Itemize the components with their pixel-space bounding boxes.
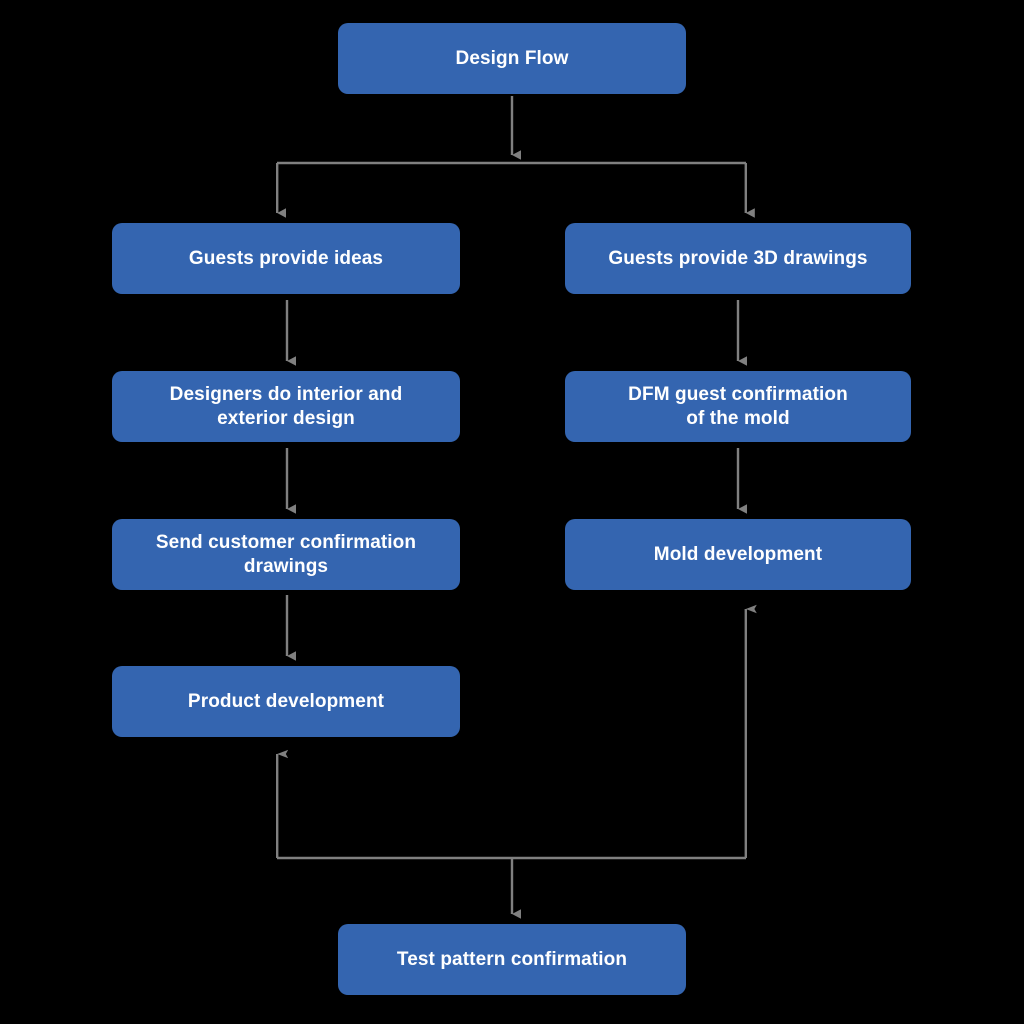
node-label: Send customer confirmation drawings [155, 531, 417, 577]
node-label: Guests provide ideas [188, 247, 384, 269]
node-product-development[interactable]: Product development [112, 666, 460, 737]
node-label: Designers do interior and exterior desig… [169, 383, 403, 429]
node-guests-provide-ideas[interactable]: Guests provide ideas [112, 223, 460, 294]
node-label: Product development [187, 690, 385, 712]
node-send-customer-confirmation-drawings[interactable]: Send customer confirmation drawings [112, 519, 460, 590]
node-label: Design Flow [455, 47, 569, 69]
node-label: Guests provide 3D drawings [608, 247, 868, 269]
node-test-pattern-confirmation[interactable]: Test pattern confirmation [338, 924, 686, 995]
node-label: Mold development [653, 543, 823, 565]
node-label: Test pattern confirmation [396, 948, 628, 970]
node-label: DFM guest confirmation of the mold [628, 383, 848, 429]
node-designers-do-interior-and-exterior-design[interactable]: Designers do interior and exterior desig… [112, 371, 460, 442]
node-dfm-guest-confirmation-of-the-mold[interactable]: DFM guest confirmation of the mold [565, 371, 911, 442]
node-mold-development[interactable]: Mold development [565, 519, 911, 590]
node-design-flow[interactable]: Design Flow [338, 23, 686, 94]
node-guests-provide-3d-drawings[interactable]: Guests provide 3D drawings [565, 223, 911, 294]
